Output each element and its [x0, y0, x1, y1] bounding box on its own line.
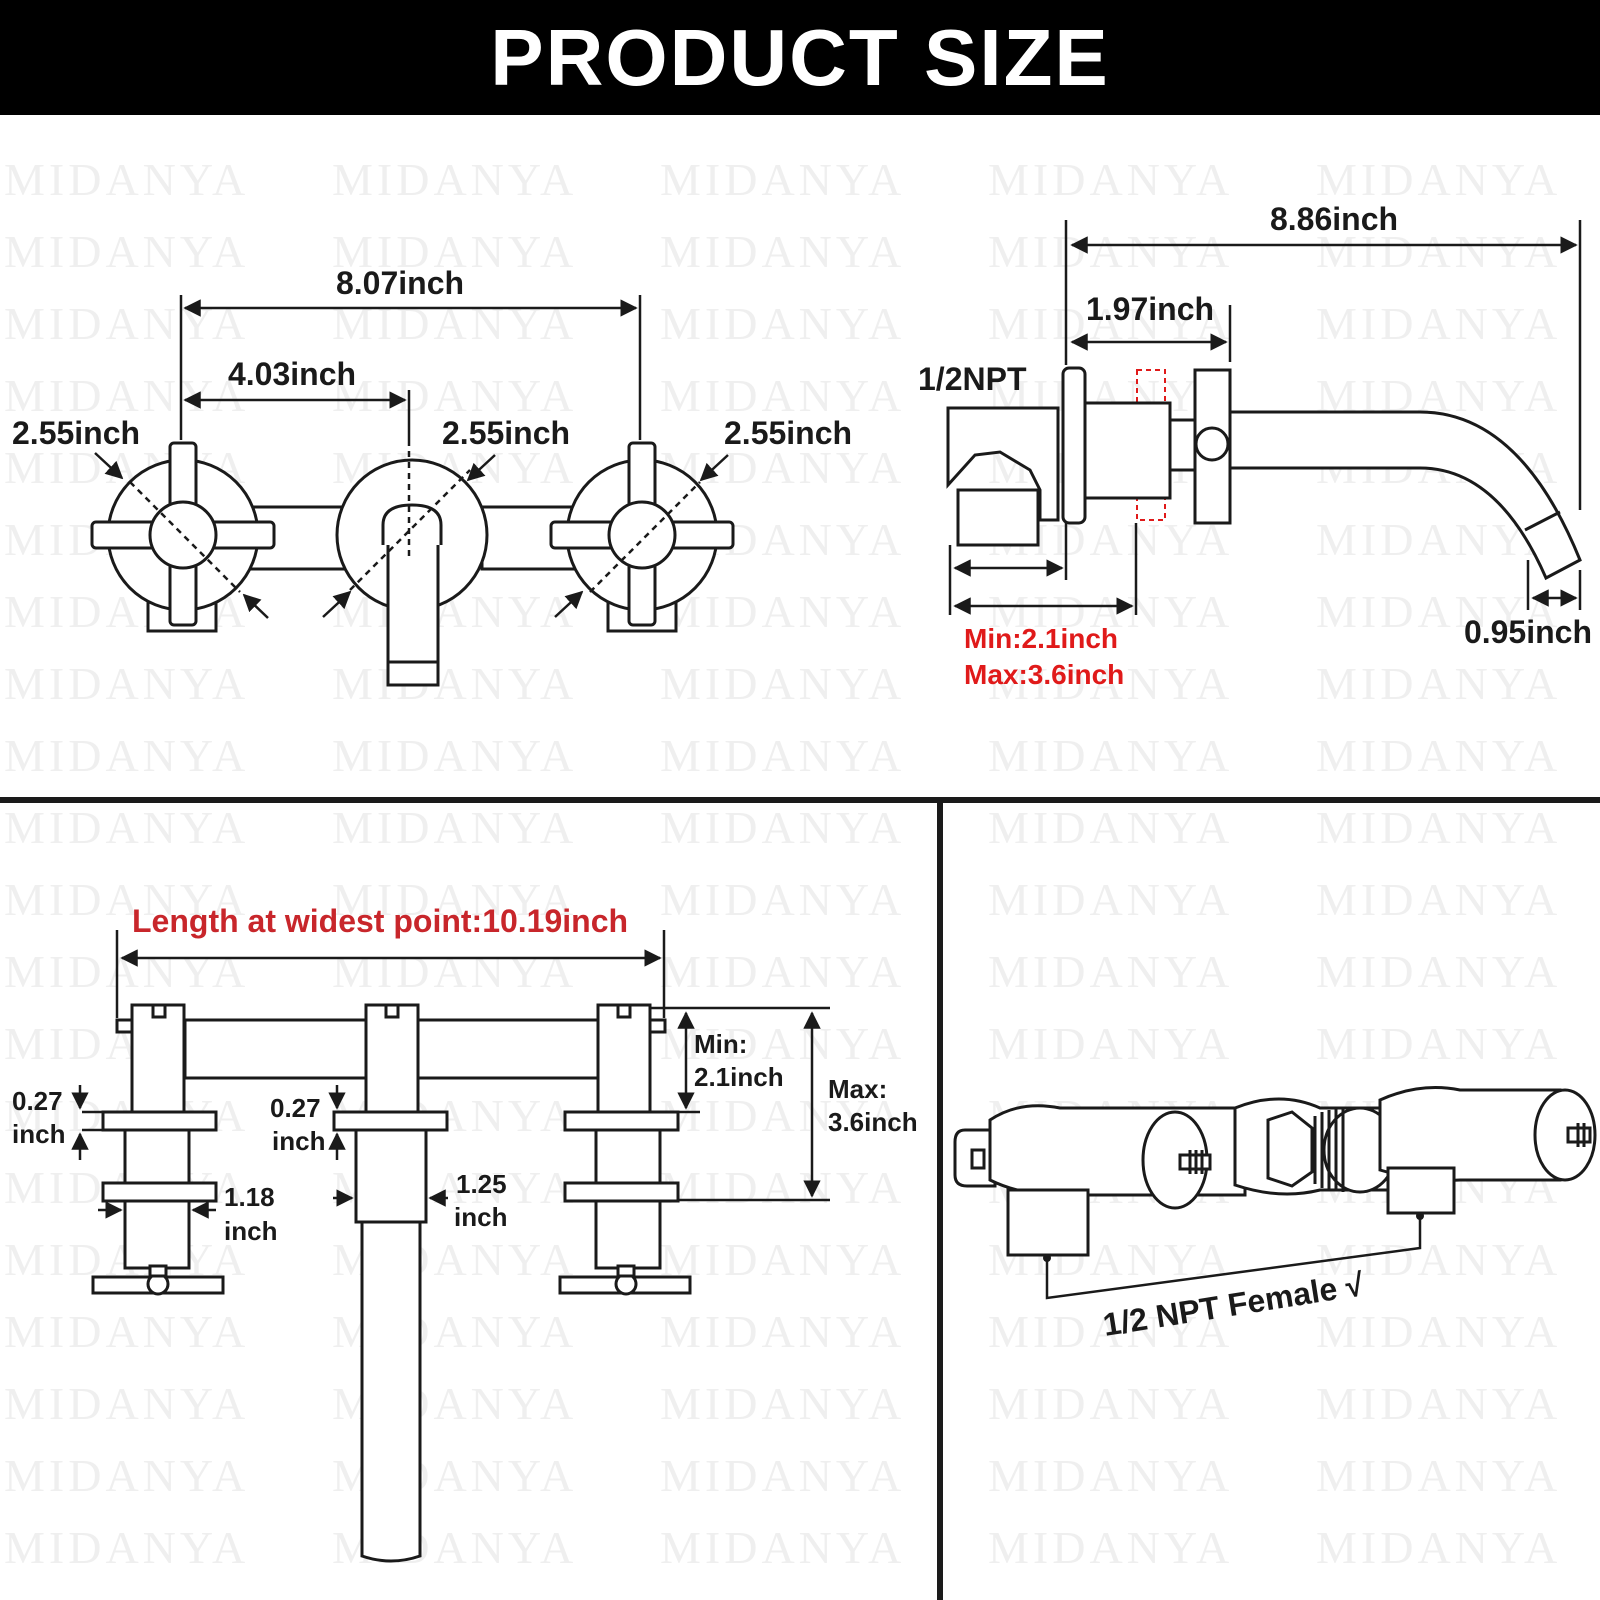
label-npt-female: 1/2 NPT Female √	[1100, 1266, 1366, 1343]
label-widest-length: Length at widest point:10.19inch	[132, 903, 628, 939]
label-spout-length: 8.86inch	[1270, 201, 1398, 237]
top-view: Length at widest point:10.19inch 0.27 in…	[12, 903, 918, 1563]
label-center-thickness-value: 0.27	[270, 1093, 321, 1123]
front-view: 8.07inch 4.03inch 2.55inch 2.55inch 2.55…	[12, 265, 852, 687]
label-center-spacing: 4.03inch	[228, 356, 356, 392]
label-center-thickness-unit: inch	[272, 1126, 325, 1156]
label-min-value: 2.1inch	[694, 1062, 784, 1092]
label-wall-max: Max:3.6inch	[964, 659, 1124, 690]
side-view: 8.86inch 1.97inch 1/2NPT Min:2.1inch Max…	[918, 201, 1592, 690]
label-spout-unit: inch	[454, 1202, 507, 1232]
label-left-thickness-unit: inch	[12, 1119, 65, 1149]
label-left-thickness-value: 0.27	[12, 1086, 63, 1116]
label-thread: 1/2NPT	[918, 361, 1027, 397]
label-outlet-diameter: 0.95inch	[1464, 614, 1592, 650]
label-stem-value: 1.18	[224, 1182, 275, 1212]
label-max: Max:	[828, 1074, 887, 1104]
header-bar: PRODUCT SIZE	[0, 0, 1600, 115]
label-max-value: 3.6inch	[828, 1107, 918, 1137]
label-total-width: 8.07inch	[336, 265, 464, 301]
page-title: PRODUCT SIZE	[490, 12, 1110, 102]
label-wall-min: Min:2.1inch	[964, 623, 1118, 654]
label-left-handle-diameter: 2.55inch	[12, 415, 140, 451]
label-stem-unit: inch	[224, 1216, 277, 1246]
label-body-depth: 1.97inch	[1086, 291, 1214, 327]
label-min: Min:	[694, 1029, 747, 1059]
label-right-handle-diameter: 2.55inch	[724, 415, 852, 451]
label-spout-value: 1.25	[456, 1169, 507, 1199]
label-center-plate-diameter: 2.55inch	[442, 415, 570, 451]
valve-view: 1/2 NPT Female √	[953, 1086, 1597, 1343]
